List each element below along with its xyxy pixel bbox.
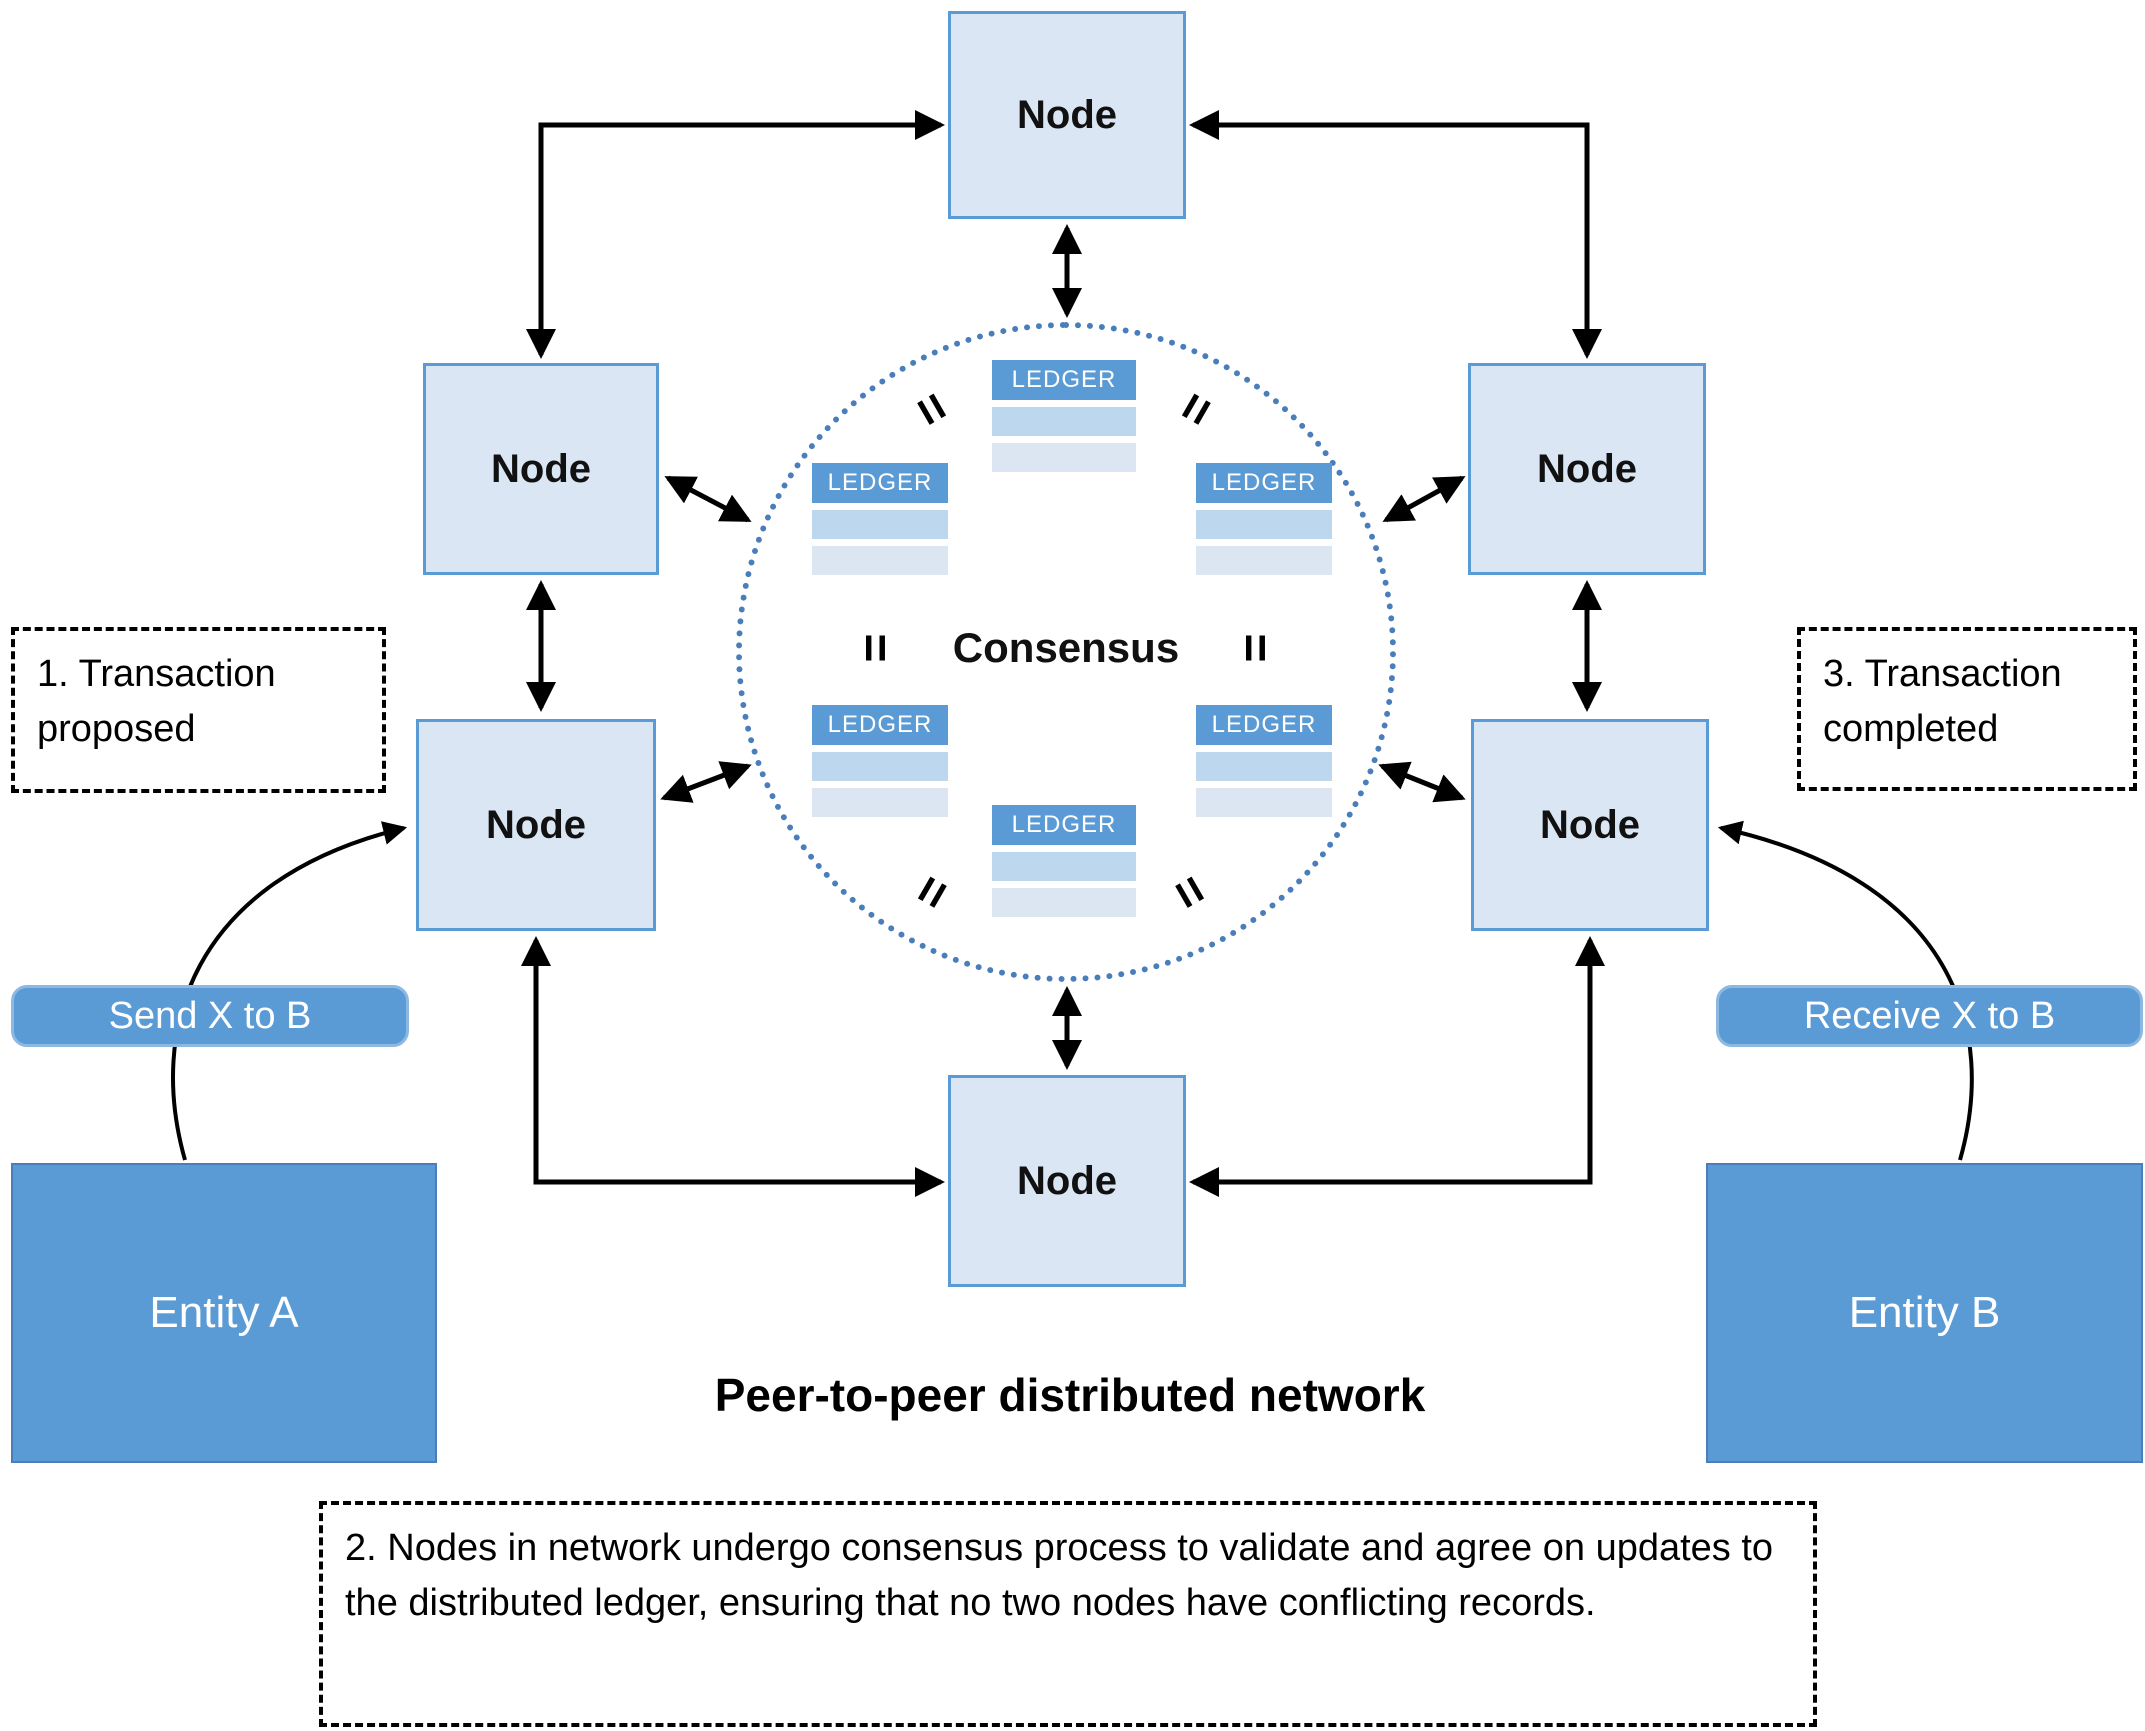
ledger-header: LEDGER: [1196, 463, 1332, 503]
message-receive: Receive X to B: [1716, 985, 2143, 1047]
equals-symbol: =: [1228, 633, 1284, 663]
ledger-row: [1196, 752, 1332, 781]
node-lower-left: Node: [416, 719, 656, 931]
entity-a-box: Entity A: [11, 1163, 437, 1463]
ledger-header: LEDGER: [1196, 705, 1332, 745]
arrow-lowerright-circle: [1378, 761, 1466, 803]
ledger-upper-left: LEDGER: [812, 463, 948, 575]
node-bottom: Node: [948, 1075, 1186, 1287]
arrow-entity-b-to-node: [1717, 820, 1974, 1161]
ledger-lower-left: LEDGER: [812, 705, 948, 817]
arrow-topright-elbow: [1188, 110, 1602, 360]
node-label: Node: [486, 802, 586, 847]
ledger-row: [812, 788, 948, 817]
ledger-row: [1196, 546, 1332, 575]
ledger-header: LEDGER: [812, 705, 948, 745]
diagram-title: Peer-to-peer distributed network: [714, 1369, 1426, 1421]
ledger-row: [812, 546, 948, 575]
node-top: Node: [948, 11, 1186, 219]
node-label: Node: [1017, 92, 1117, 137]
ledger-header: LEDGER: [992, 360, 1136, 400]
arrow-upperright-circle: [1382, 475, 1466, 523]
ledger-row: [992, 443, 1136, 472]
entity-b-label: Entity B: [1848, 1288, 2001, 1337]
node-upper-right: Node: [1468, 363, 1706, 575]
node-label: Node: [1017, 1158, 1117, 1203]
arrow-topleft-elbow: [526, 110, 946, 360]
ledger-upper-right: LEDGER: [1196, 463, 1332, 575]
node-upper-left: Node: [423, 363, 659, 575]
node-label: Node: [1540, 802, 1640, 847]
ledger-header: LEDGER: [812, 463, 948, 503]
annotation-step3: 3. Transaction completed: [1797, 627, 2137, 791]
message-send: Send X to B: [11, 985, 409, 1047]
ledger-top: LEDGER: [992, 360, 1136, 472]
arrow-upperleft-circle: [664, 475, 752, 523]
annotation-step2: 2. Nodes in network undergo consensus pr…: [319, 1501, 1817, 1727]
ledger-header: LEDGER: [992, 805, 1136, 845]
ledger-row: [992, 888, 1136, 917]
arrow-lowerleft-circle: [660, 761, 752, 803]
ledger-row: [1196, 510, 1332, 539]
annotation-step1: 1. Transaction proposed: [11, 627, 386, 793]
ledger-row: [812, 510, 948, 539]
arrow-bottomleft-elbow: [521, 935, 946, 1197]
node-label: Node: [491, 446, 591, 491]
entity-a-label: Entity A: [149, 1288, 299, 1337]
ledger-row: [1196, 788, 1332, 817]
entity-b-box: Entity B: [1706, 1163, 2143, 1463]
consensus-label: Consensus: [952, 624, 1180, 671]
arrow-bottomright-elbow: [1188, 935, 1605, 1197]
arrow-entity-a-to-node: [171, 821, 408, 1161]
node-lower-right: Node: [1471, 719, 1709, 931]
ledger-lower-right: LEDGER: [1196, 705, 1332, 817]
node-label: Node: [1537, 446, 1637, 491]
ledger-row: [812, 752, 948, 781]
ledger-row: [992, 407, 1136, 436]
ledger-row: [992, 852, 1136, 881]
ledger-bottom: LEDGER: [992, 805, 1136, 917]
equals-symbol: =: [848, 633, 904, 663]
